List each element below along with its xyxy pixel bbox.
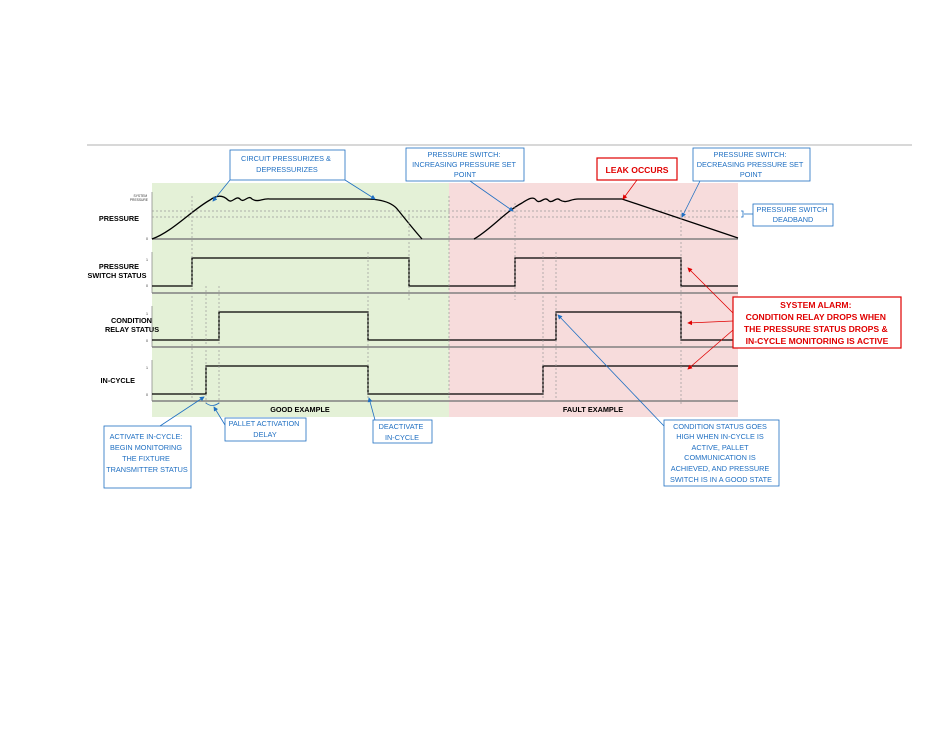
fault-example-background: [449, 183, 738, 417]
callout-leak-occurs: LEAK OCCURS: [596, 157, 678, 200]
pressure-curve-good: [151, 195, 423, 240]
row-label-in-cycle: IN-CYCLE: [101, 376, 136, 385]
svg-text:ACTIVATE IN-CYCLE: BEGIN: ACTIVATE IN-CYCLE: BEGIN MONITORING THE …: [106, 432, 188, 474]
good-example-label: GOOD EXAMPLE: [270, 405, 330, 414]
callout-pallet-activation-delay: PALLET ACTIVATION DELAY: [205, 402, 307, 442]
good-example-background: [152, 183, 449, 417]
relay-tick-one: 1: [146, 312, 148, 316]
svg-text:PALLET ACTIVATION DELAY: PALLET ACTIVATION DELAY: [229, 419, 302, 439]
callout-deactivate-in-cycle: DEACTIVATE IN-CYCLE: [367, 397, 433, 444]
relay-tick-zero: 0: [146, 339, 148, 343]
switch-tick-zero: 0: [146, 284, 148, 288]
pressure-curve-fault: [473, 197, 739, 240]
fault-example-label: FAULT EXAMPLE: [563, 405, 623, 414]
svg-text:SYSTEM ALARM: CONDITION: SYSTEM ALARM: CONDITION RELAY DROPS WHEN…: [744, 300, 890, 346]
svg-text:PRESSURE SWITCH: INCREAS: PRESSURE SWITCH: INCREASING PRESSURE SET…: [412, 150, 518, 179]
callout-activate-in-cycle: ACTIVATE IN-CYCLE: BEGIN MONITORING THE …: [103, 396, 205, 489]
switch-tick-one: 1: [146, 258, 148, 262]
svg-text:LEAK OCCURS: LEAK OCCURS: [605, 165, 668, 175]
row-label-pressure: PRESSURE: [99, 214, 139, 223]
row-label-pressure-switch-status: PRESSURE SWITCH STATUS: [88, 262, 147, 280]
callout-decreasing-set-point: PRESSURE SWITCH: DECREASING PRESSURE SET…: [681, 147, 811, 218]
timing-guides: [191, 196, 682, 404]
svg-text:PRESSURE SWITCH: DECREAS: PRESSURE SWITCH: DECREASING PRESSURE SET…: [697, 150, 806, 179]
svg-text:CIRCUIT PRESSURIZES & DE: CIRCUIT PRESSURIZES & DEPRESSURIZES: [241, 154, 333, 174]
callout-increasing-set-point: PRESSURE SWITCH: INCREASING PRESSURE SET…: [405, 147, 525, 212]
pressure-row: PRESSURE SYSTEM PRESSURE 0: [99, 192, 744, 241]
pressure-tick-zero: 0: [146, 237, 148, 241]
callout-system-alarm: SYSTEM ALARM: CONDITION RELAY DROPS WHEN…: [687, 267, 902, 370]
deadband-bracket-icon: [741, 210, 744, 218]
delay-brace-icon: [205, 402, 220, 406]
incycle-tick-one: 1: [146, 366, 148, 370]
incycle-tick-zero: 0: [146, 393, 148, 397]
svg-text:CONDITION STATUS GOES HI: CONDITION STATUS GOES HIGH WHEN IN-CYCLE…: [670, 422, 772, 484]
callout-circuit-pressurizes: CIRCUIT PRESSURIZES & DEPRESSURIZES: [212, 149, 376, 202]
callout-condition-status-high: CONDITION STATUS GOES HIGH WHEN IN-CYCLE…: [557, 314, 780, 487]
svg-text:DEACTIVATE IN-CYCLE: DEACTIVATE IN-CYCLE: [379, 422, 426, 442]
system-pressure-label: SYSTEM PRESSURE: [130, 194, 149, 202]
row-label-condition-relay-status: CONDITION RELAY STATUS: [105, 316, 159, 334]
svg-text:PRESSURE SWITCH DEADBAND: PRESSURE SWITCH DEADBAND: [757, 205, 830, 224]
callout-deadband: PRESSURE SWITCH DEADBAND: [744, 203, 834, 227]
